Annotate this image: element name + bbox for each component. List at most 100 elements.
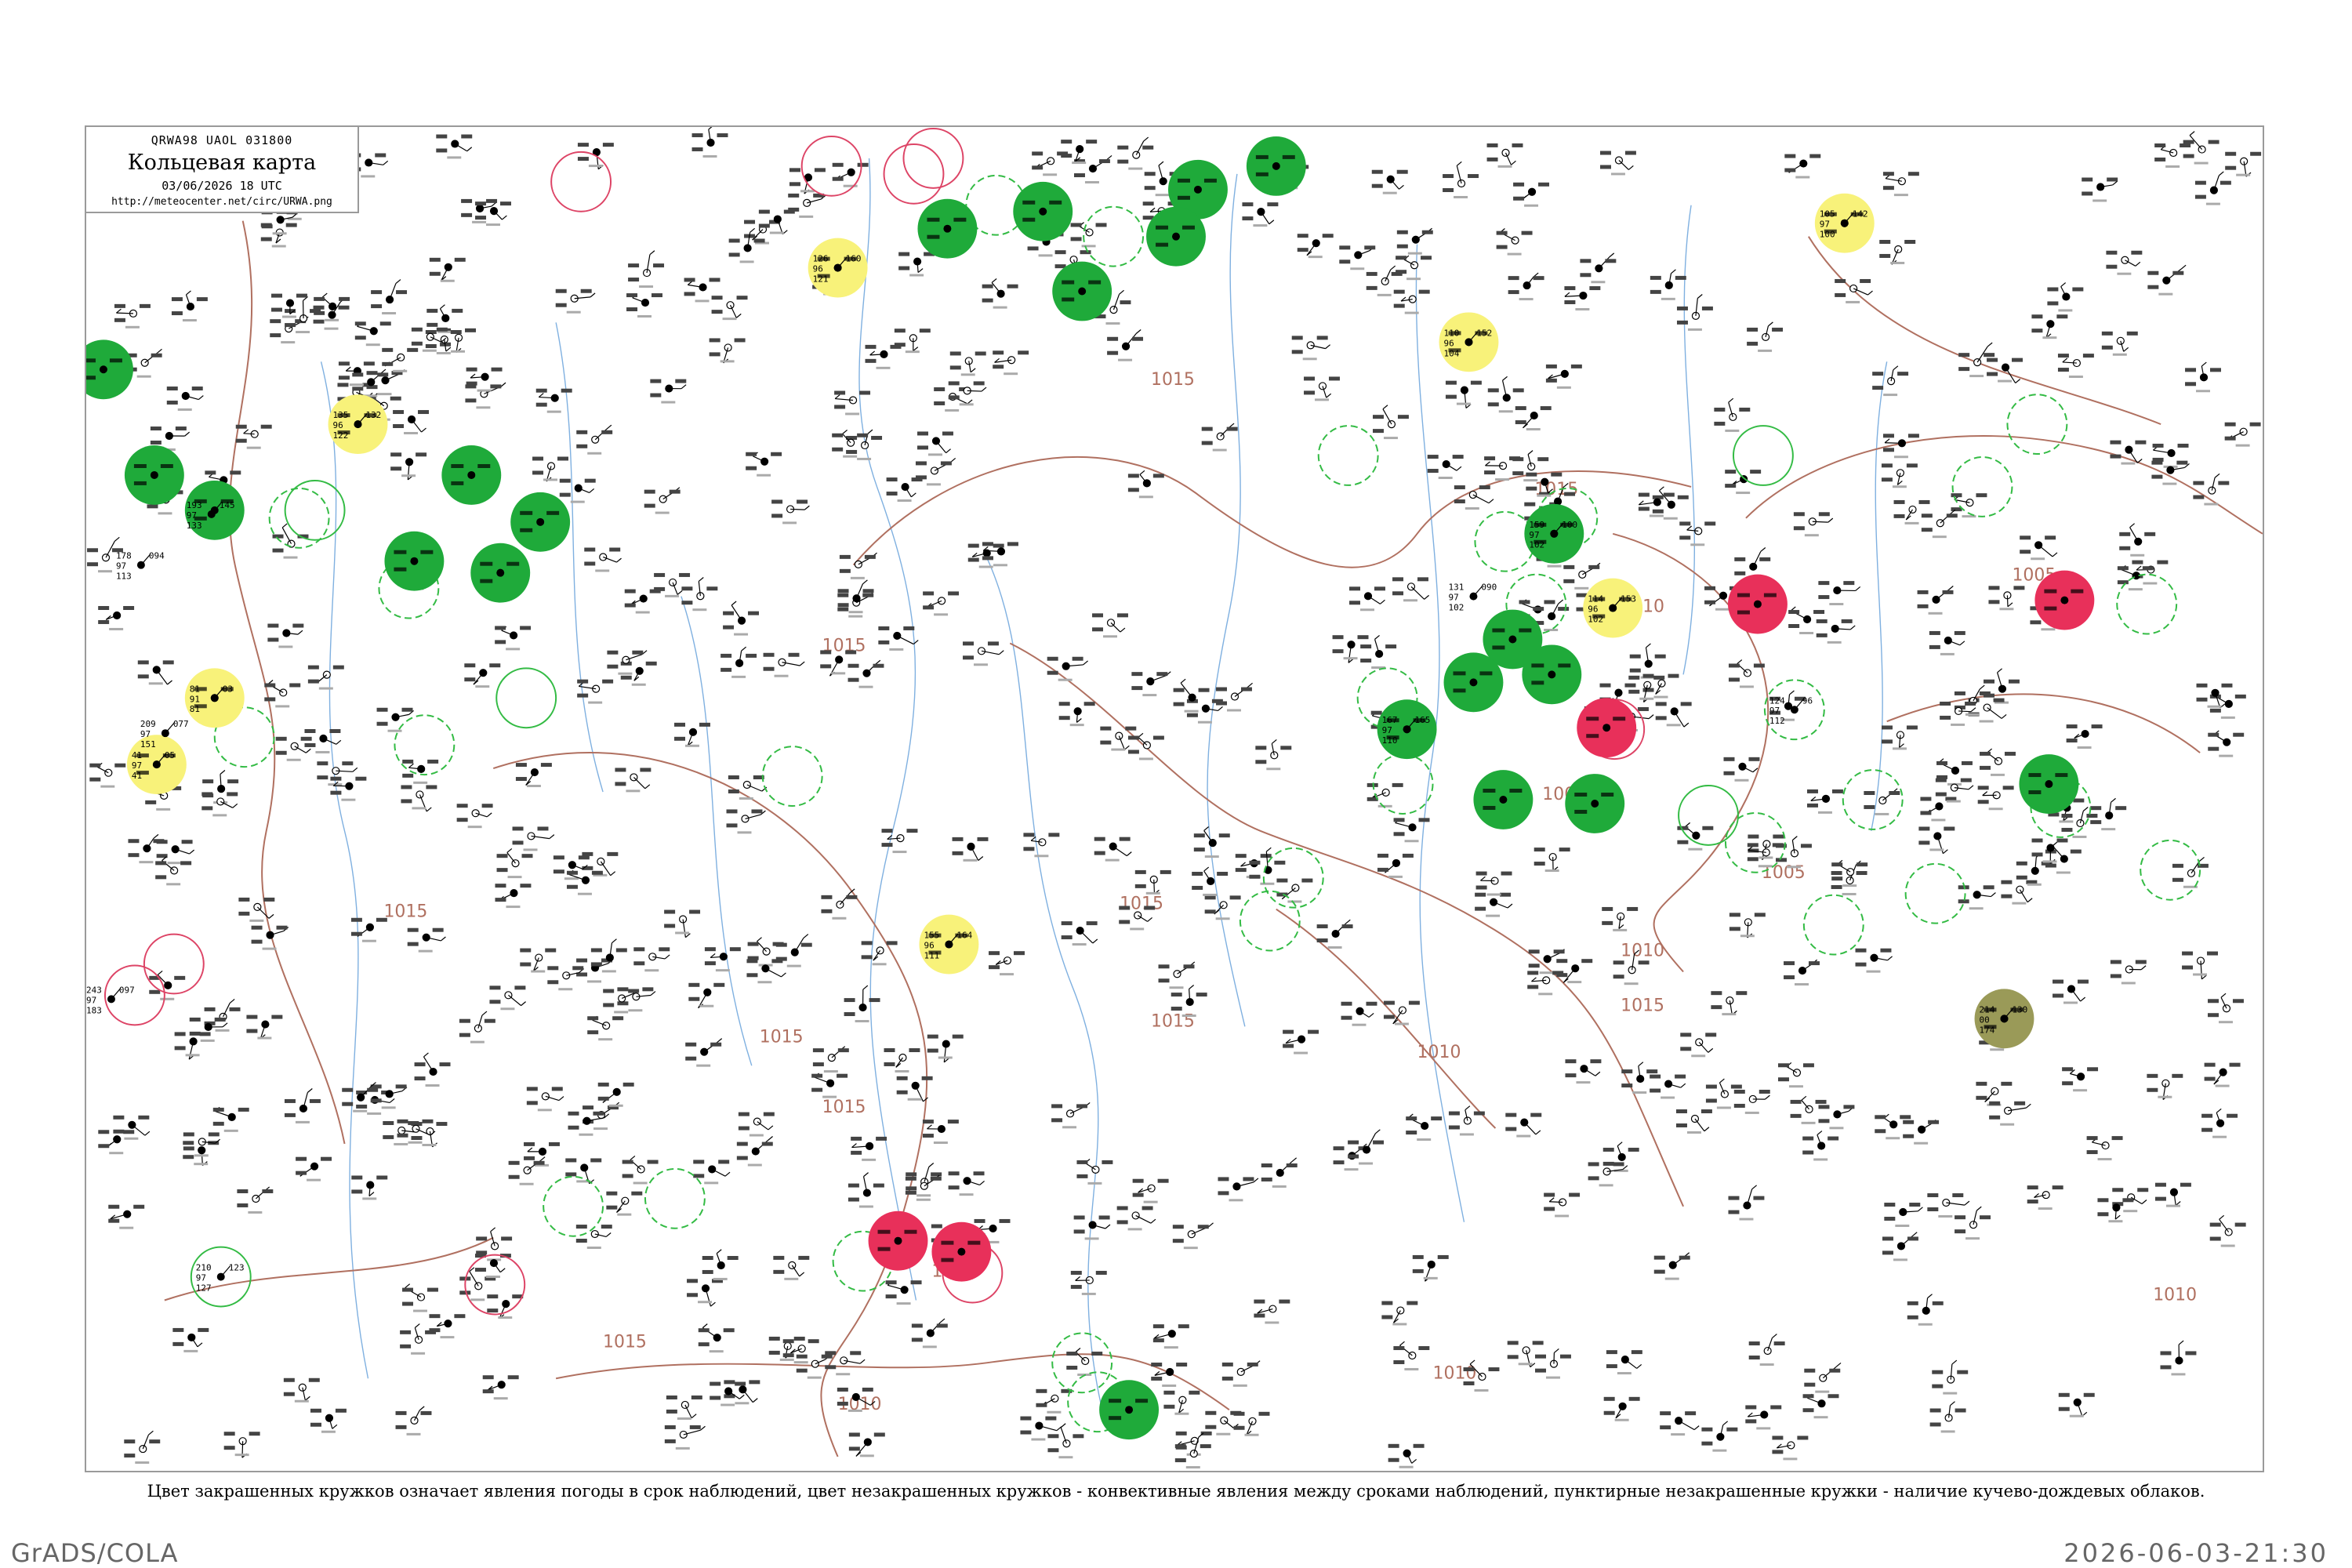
station-symbol	[575, 1225, 612, 1249]
isobar-line	[1886, 693, 2201, 753]
station-symbol	[464, 663, 501, 688]
station-symbol	[1935, 778, 1974, 803]
station-symbol	[633, 947, 670, 972]
station-dewpoint: 183	[86, 1005, 102, 1015]
station-symbol	[1304, 376, 1340, 401]
river-line	[1871, 361, 1888, 832]
station-symbol	[898, 252, 935, 277]
convective-ring	[1904, 862, 1966, 924]
station-symbol	[272, 523, 309, 559]
station-symbol	[1816, 619, 1856, 644]
station-symbol	[1642, 673, 1679, 699]
station-symbol	[1127, 470, 1164, 499]
weather-circle-green	[86, 339, 133, 400]
station-dewpoint: 41	[132, 771, 142, 781]
bulletin-codes: QRWA98 UAOL 031800	[151, 133, 293, 147]
station-symbol	[1788, 606, 1825, 634]
weather-circle-red	[1577, 698, 1637, 758]
station-symbol	[1951, 493, 1987, 518]
station-symbol	[664, 909, 701, 938]
station-symbol	[1372, 405, 1409, 440]
station-symbol	[487, 1294, 524, 1319]
station-temperature: 135	[333, 410, 349, 420]
station-symbol	[949, 351, 986, 376]
station-symbol	[1276, 878, 1313, 903]
station-symbol	[878, 626, 919, 651]
station-symbol	[1988, 586, 2025, 611]
station-symbol	[382, 347, 419, 372]
convective-ring	[1372, 753, 1434, 815]
station-symbol	[1638, 492, 1675, 517]
station-symbol	[666, 1395, 702, 1420]
station-symbol	[834, 390, 871, 416]
station-symbol	[1989, 1101, 2031, 1126]
isobar-line	[1745, 435, 2263, 535]
station-symbol	[2090, 797, 2127, 831]
station-symbol	[861, 941, 898, 966]
station-dewpoint: 111	[924, 951, 939, 961]
station-symbol	[820, 650, 857, 677]
station-symbol	[1261, 1157, 1298, 1188]
station-symbol	[1564, 286, 1601, 310]
station-symbol	[264, 680, 301, 708]
station-symbol	[251, 925, 289, 950]
station-symbol	[2154, 1182, 2191, 1207]
convective-ring	[143, 933, 205, 995]
station-symbol	[1728, 1185, 1765, 1221]
station-symbol	[223, 1432, 260, 1458]
station-symbol	[982, 278, 1018, 309]
station-pressure-tendency: 00	[1980, 1014, 1990, 1025]
station-symbol	[1117, 136, 1154, 170]
station-symbol	[390, 452, 427, 481]
station-symbol	[2182, 951, 2218, 980]
station-symbol	[851, 1136, 887, 1161]
station-symbol	[2201, 1108, 2238, 1138]
station-pressure: 96	[1802, 695, 1813, 706]
station-symbol	[495, 884, 532, 909]
station-symbol	[1777, 1062, 1814, 1088]
convective-ring	[1317, 425, 1379, 486]
station-pressure-tendency: 97	[1529, 530, 1539, 540]
station-symbol	[837, 1387, 876, 1412]
station-symbol	[2106, 250, 2143, 275]
station-symbol	[746, 452, 782, 477]
isobar-label: 1010	[1433, 1363, 1477, 1383]
station-symbol	[825, 1351, 866, 1376]
station-symbol	[812, 1046, 849, 1073]
station-symbol	[720, 646, 757, 678]
station-symbol	[1297, 234, 1334, 259]
station-symbol	[1907, 1294, 1944, 1326]
station-symbol	[342, 1082, 379, 1112]
station-symbol	[1036, 1388, 1073, 1414]
isobar-line	[1276, 908, 1497, 1129]
station-symbol	[1020, 1416, 1062, 1441]
station-symbol	[1158, 961, 1196, 989]
station-symbol	[284, 1088, 321, 1123]
station-symbol	[1784, 959, 1820, 986]
station-symbol	[1254, 1299, 1290, 1324]
station-symbol	[846, 429, 883, 460]
station-symbol	[1676, 294, 1713, 331]
station-symbol	[314, 292, 350, 321]
station-symbol	[615, 768, 652, 793]
station-temperature: 243	[86, 985, 102, 995]
station-symbol	[711, 296, 748, 321]
station-symbol	[1475, 871, 1512, 896]
station-symbol	[2194, 171, 2231, 205]
station-symbol	[1396, 255, 1432, 281]
station-symbol	[1882, 434, 1919, 459]
station-symbol	[1745, 1405, 1782, 1430]
convective-ring	[2140, 839, 2201, 901]
station-symbol	[1193, 826, 1230, 858]
station-symbol	[917, 431, 953, 456]
convective-ring	[190, 1246, 252, 1308]
station-symbol	[166, 387, 204, 411]
station-symbol	[1660, 1411, 1700, 1436]
station-symbol	[1066, 1348, 1103, 1376]
station-symbol	[1831, 859, 1868, 887]
isobar-label: 1015	[383, 902, 427, 922]
station-symbol	[559, 478, 596, 503]
station-symbol	[2053, 979, 2089, 1004]
